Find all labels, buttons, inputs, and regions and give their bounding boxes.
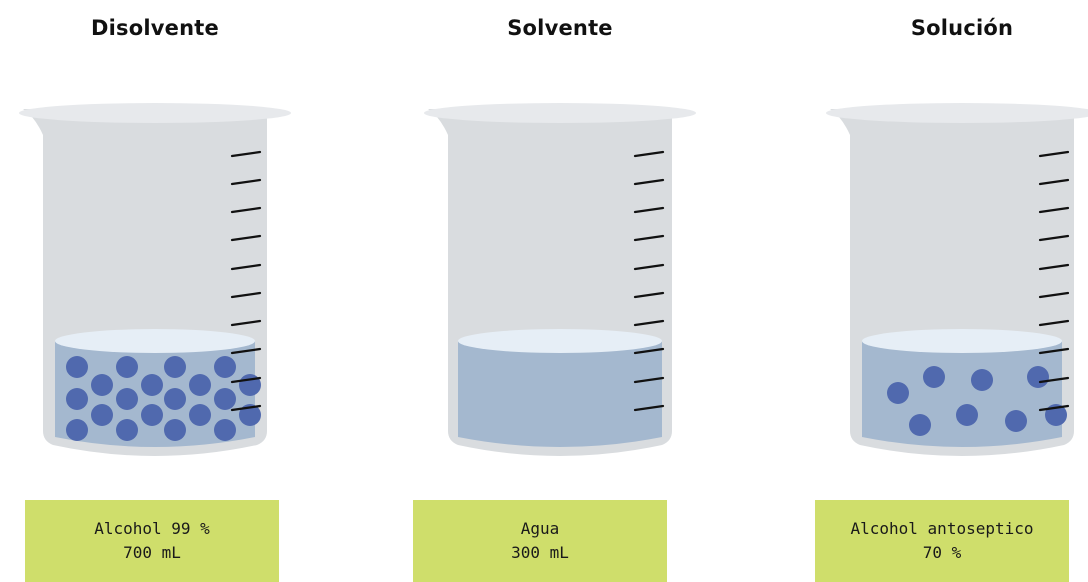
graduation-ticks <box>1038 150 1070 412</box>
particle <box>66 388 88 410</box>
label-line2: 700 mL <box>123 543 181 562</box>
tick <box>1038 263 1070 271</box>
label-line2: 70 % <box>922 543 962 562</box>
tick <box>1038 150 1070 158</box>
beaker-disolvente <box>19 103 291 456</box>
tick <box>1038 404 1070 412</box>
beaker-rim <box>826 103 1088 123</box>
panel-disolvente: Disolvente <box>5 0 305 582</box>
particle <box>116 388 138 410</box>
tick <box>633 291 665 299</box>
beaker-rim <box>424 103 696 123</box>
liquid-body <box>458 341 662 447</box>
particle <box>141 404 163 426</box>
tick <box>633 178 665 186</box>
particle <box>141 374 163 396</box>
tick <box>1038 291 1070 299</box>
tick <box>1038 206 1070 214</box>
graduation-ticks <box>633 150 665 412</box>
beaker-solvente <box>424 103 696 456</box>
label-line2: 300 mL <box>511 543 569 562</box>
particle <box>116 419 138 441</box>
tick <box>1038 319 1070 327</box>
particle <box>189 374 211 396</box>
tick <box>633 234 665 242</box>
beaker-rim <box>19 103 291 123</box>
tick <box>230 234 262 242</box>
label-line1: Alcohol antoseptico <box>850 519 1034 538</box>
tick <box>230 263 262 271</box>
tick <box>230 206 262 214</box>
tick <box>1038 178 1070 186</box>
particles <box>66 356 261 441</box>
particle <box>214 388 236 410</box>
beaker-solucion <box>826 103 1088 456</box>
label-solvente: Agua 300 mL <box>413 500 667 582</box>
tick <box>1038 376 1070 384</box>
tick <box>633 404 665 412</box>
particle <box>956 404 978 426</box>
graduation-ticks <box>230 150 262 412</box>
tick <box>230 319 262 327</box>
tick <box>633 263 665 271</box>
label-solucion: Alcohol antoseptico 70 % <box>815 500 1069 582</box>
panel-title: Disolvente <box>91 16 219 40</box>
particle <box>164 419 186 441</box>
tick <box>230 178 262 186</box>
tick <box>633 206 665 214</box>
tick <box>230 347 262 355</box>
panel-title: Solvente <box>507 16 613 40</box>
particle <box>971 369 993 391</box>
particle <box>164 356 186 378</box>
particle <box>116 356 138 378</box>
particle <box>164 388 186 410</box>
tick <box>633 150 665 158</box>
particle <box>1027 366 1049 388</box>
liquid-surface <box>458 329 662 353</box>
particle <box>91 374 113 396</box>
label-line1: Agua <box>520 519 560 538</box>
label-disolvente: Alcohol 99 % 700 mL <box>25 500 279 582</box>
particle <box>91 404 113 426</box>
tick <box>633 376 665 384</box>
tick <box>230 376 262 384</box>
panel-title: Solución <box>910 16 1014 40</box>
tick <box>230 150 262 158</box>
particle <box>189 404 211 426</box>
tick <box>1038 347 1070 355</box>
label-line1: Alcohol 99 % <box>94 519 210 538</box>
particle <box>214 419 236 441</box>
particle <box>214 356 236 378</box>
liquid-surface <box>862 329 1062 353</box>
liquid-surface <box>55 329 255 353</box>
particle <box>909 414 931 436</box>
particle <box>887 382 909 404</box>
particle <box>923 366 945 388</box>
panel-solucion: Solución <box>812 0 1088 582</box>
tick <box>230 291 262 299</box>
particle <box>66 419 88 441</box>
particle <box>239 404 261 426</box>
particle <box>66 356 88 378</box>
tick <box>1038 234 1070 242</box>
tick <box>633 347 665 355</box>
particle <box>1005 410 1027 432</box>
panel-solvente: Solvente <box>410 0 710 582</box>
tick <box>230 404 262 412</box>
tick <box>633 319 665 327</box>
